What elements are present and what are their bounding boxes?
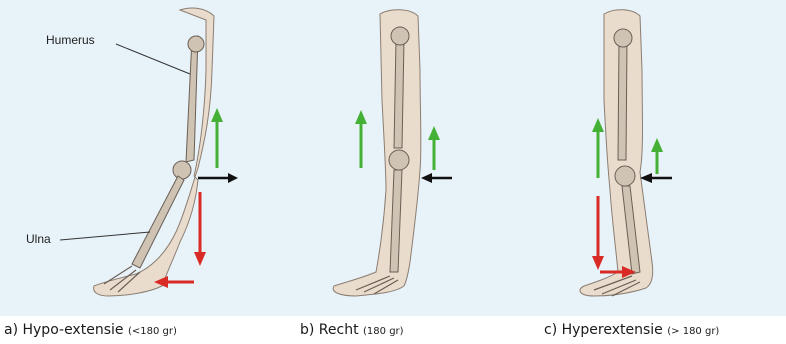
elbow-joint-c xyxy=(615,166,635,186)
caption-hypo-extension-angle: (<180 gr) xyxy=(128,326,177,337)
red-arrow-down-c xyxy=(592,196,604,270)
green-arrow-up-c-right xyxy=(651,138,663,174)
elbow-joint-b xyxy=(389,150,409,170)
arm-c-silhouette xyxy=(580,10,653,296)
caption-straight: b) Recht (180 gr) xyxy=(300,322,404,338)
caption-hypo-extension-title: a) Hypo-extensie xyxy=(4,322,124,338)
black-arrow-left-b xyxy=(421,173,452,183)
black-arrow-left-c xyxy=(640,173,672,183)
caption-straight-title: b) Recht xyxy=(300,322,359,338)
caption-hyper-extension-angle: (> 180 gr) xyxy=(667,326,719,337)
caption-hyper-extension-title: c) Hyperextensie xyxy=(544,322,663,338)
humerus-bone-c xyxy=(618,40,627,160)
ulna-bone-a xyxy=(132,176,184,268)
green-arrow-up-a xyxy=(211,108,223,168)
arm-hyper-extension xyxy=(580,10,672,296)
red-arrow-down-a xyxy=(194,192,206,266)
humerus-head-a xyxy=(188,36,204,52)
arm-b-silhouette xyxy=(333,10,421,296)
humerus-leader-line xyxy=(116,44,190,74)
caption-hypo-extension: a) Hypo-extensie (<180 gr) xyxy=(4,322,177,338)
caption-hyper-extension: c) Hyperextensie (> 180 gr) xyxy=(544,322,719,338)
humerus-bone-a xyxy=(186,36,198,162)
green-arrow-up-c-left xyxy=(592,118,604,178)
green-arrow-up-b-left xyxy=(355,110,367,168)
black-arrow-right-a xyxy=(198,173,238,183)
arm-illustrations xyxy=(0,0,786,316)
ulna-label: Ulna xyxy=(26,232,51,246)
humerus-head-b xyxy=(391,27,409,45)
caption-straight-angle: (180 gr) xyxy=(363,326,404,337)
ulna-leader-line xyxy=(60,232,150,240)
arm-straight xyxy=(333,10,452,296)
elbow-joint-a xyxy=(173,161,191,179)
humerus-head-c xyxy=(614,29,632,47)
humerus-label: Humerus xyxy=(46,33,95,47)
arm-hypo-extension xyxy=(60,8,238,296)
green-arrow-up-b-right xyxy=(428,126,440,170)
humerus-bone-b xyxy=(394,40,404,148)
